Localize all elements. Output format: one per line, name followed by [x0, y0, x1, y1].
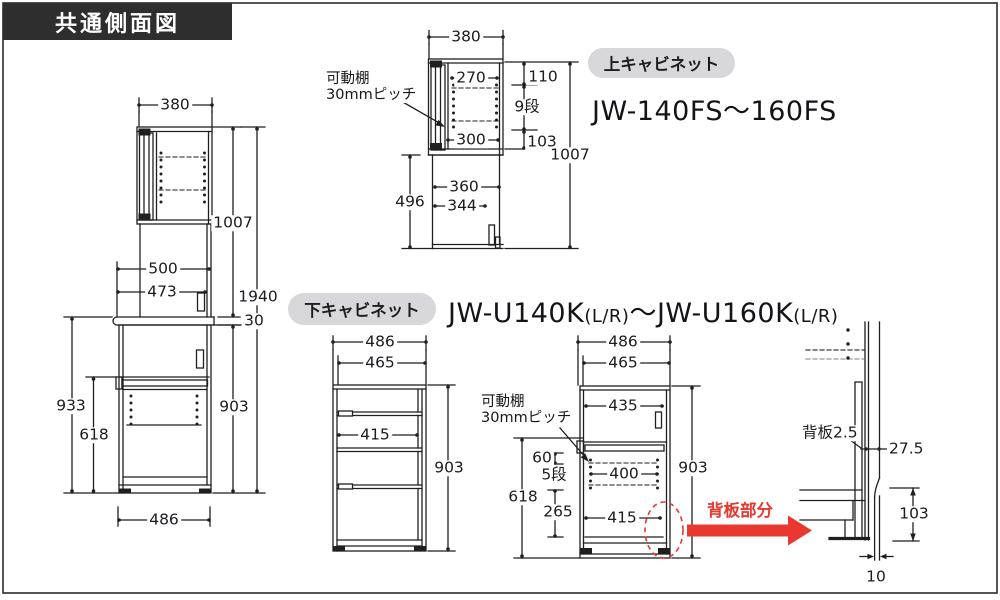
dim-full-top-width: 380 — [158, 95, 192, 114]
back-panel-detail-fills — [846, 328, 916, 560]
back-panel-area-label: 背板部分 — [707, 501, 773, 520]
label-5-steps: 5段 — [539, 465, 569, 484]
dim-upper-lower-width: 360 — [447, 177, 481, 196]
dim-upper-lower-inner-width: 344 — [445, 196, 479, 215]
upper-cabinet-detail-fills — [408, 35, 572, 249]
dim-upper-lower-height: 496 — [393, 192, 427, 211]
lower-model-b: JW-U160K — [656, 298, 794, 329]
upper-cabinet-badge: 上キャビネット — [588, 48, 735, 78]
dim-back-base-height: 103 — [897, 504, 931, 523]
lower-model-a-suffix: (L/R) — [584, 306, 630, 327]
lower-model-b-suffix: (L/R) — [793, 306, 839, 327]
dim-back-bottom-gap: 10 — [864, 567, 888, 586]
movable-shelf-note-lower-line2: 30mmピッチ — [481, 410, 572, 427]
drawer-cabinet-lines — [332, 335, 456, 552]
dim-full-counter-thickness: 30 — [242, 311, 266, 330]
dim-back-gap: 27.5 — [887, 439, 926, 458]
full-side-view-lines — [63, 97, 266, 527]
movable-shelf-note-line1: 可動棚 — [326, 71, 370, 87]
dim-full-left-height: 933 — [54, 396, 88, 415]
dim-upper-top-width: 380 — [449, 27, 483, 46]
dim-full-counter-depth: 500 — [146, 259, 180, 278]
dim-open-shelf-width: 400 — [607, 464, 641, 483]
dim-open-top-width: 486 — [606, 332, 640, 351]
dim-upper-inner-top-width: 270 — [454, 68, 488, 87]
upper-cabinet-model: JW-140FS〜160FS — [592, 96, 837, 127]
upper-cabinet-badge-text: 上キャビネット — [603, 55, 720, 74]
lower-cabinet-model: JW-U140K(L/R)〜JW-U160K(L/R) — [448, 291, 838, 330]
dim-full-total-height: 1940 — [236, 287, 280, 306]
page-title: 共通側面図 — [3, 3, 232, 40]
movable-shelf-note-lower-line1: 可動棚 — [481, 394, 525, 410]
dim-open-body-height: 903 — [676, 458, 710, 477]
dim-open-lower-height: 265 — [541, 502, 575, 521]
dim-upper-bottom-gap: 103 — [525, 132, 559, 151]
lower-model-tilde: 〜 — [629, 298, 657, 329]
label-back-panel-thickness: 背板2.5 — [800, 423, 860, 442]
dim-open-niche-width: 435 — [606, 396, 640, 415]
dim-drawer-width: 415 — [358, 425, 392, 444]
back-panel-highlight-ellipse — [644, 501, 684, 559]
label-9-steps: 9段 — [512, 97, 542, 116]
dim-open-gap-60: 60 — [530, 448, 554, 467]
dim-full-lower-height: 903 — [217, 397, 251, 416]
drawer-cabinet-fills — [331, 340, 450, 551]
dim-open-bottom-inner-width: 415 — [605, 508, 639, 527]
dim-upper-inner-bottom-width: 300 — [454, 130, 488, 149]
page-title-text: 共通側面図 — [54, 11, 180, 37]
lower-model-a: JW-U140K — [448, 298, 585, 329]
dim-full-upper-height: 1007 — [211, 213, 255, 232]
dim-drawer-top-width: 486 — [363, 332, 397, 351]
lower-cabinet-badge: 下キャビネット — [288, 293, 436, 325]
movable-shelf-note-upper: 可動棚 30mmピッチ — [325, 71, 418, 104]
dim-upper-top-gap: 110 — [526, 67, 560, 86]
dim-open-inner-height: 618 — [506, 487, 540, 506]
back-panel-detail-lines — [799, 321, 920, 561]
open-cabinet-fills — [520, 340, 694, 558]
full-side-view-fills — [70, 103, 259, 522]
dim-drawer-body-height: 903 — [432, 458, 466, 477]
dim-open-inner-width: 465 — [606, 353, 640, 372]
movable-shelf-note-line2: 30mmピッチ — [326, 87, 417, 104]
lower-cabinet-badge-text: 下キャビネット — [304, 301, 420, 320]
dim-full-bottom-width: 486 — [147, 510, 181, 529]
dim-full-inner-height: 618 — [77, 425, 111, 444]
dim-drawer-inner-width: 465 — [363, 353, 397, 372]
dim-full-counter-inner-depth: 473 — [145, 282, 179, 301]
movable-shelf-note-lower: 可動棚 30mmピッチ — [480, 394, 573, 427]
dim-upper-total-height: 1007 — [548, 145, 592, 164]
back-panel-arrow — [687, 515, 812, 546]
